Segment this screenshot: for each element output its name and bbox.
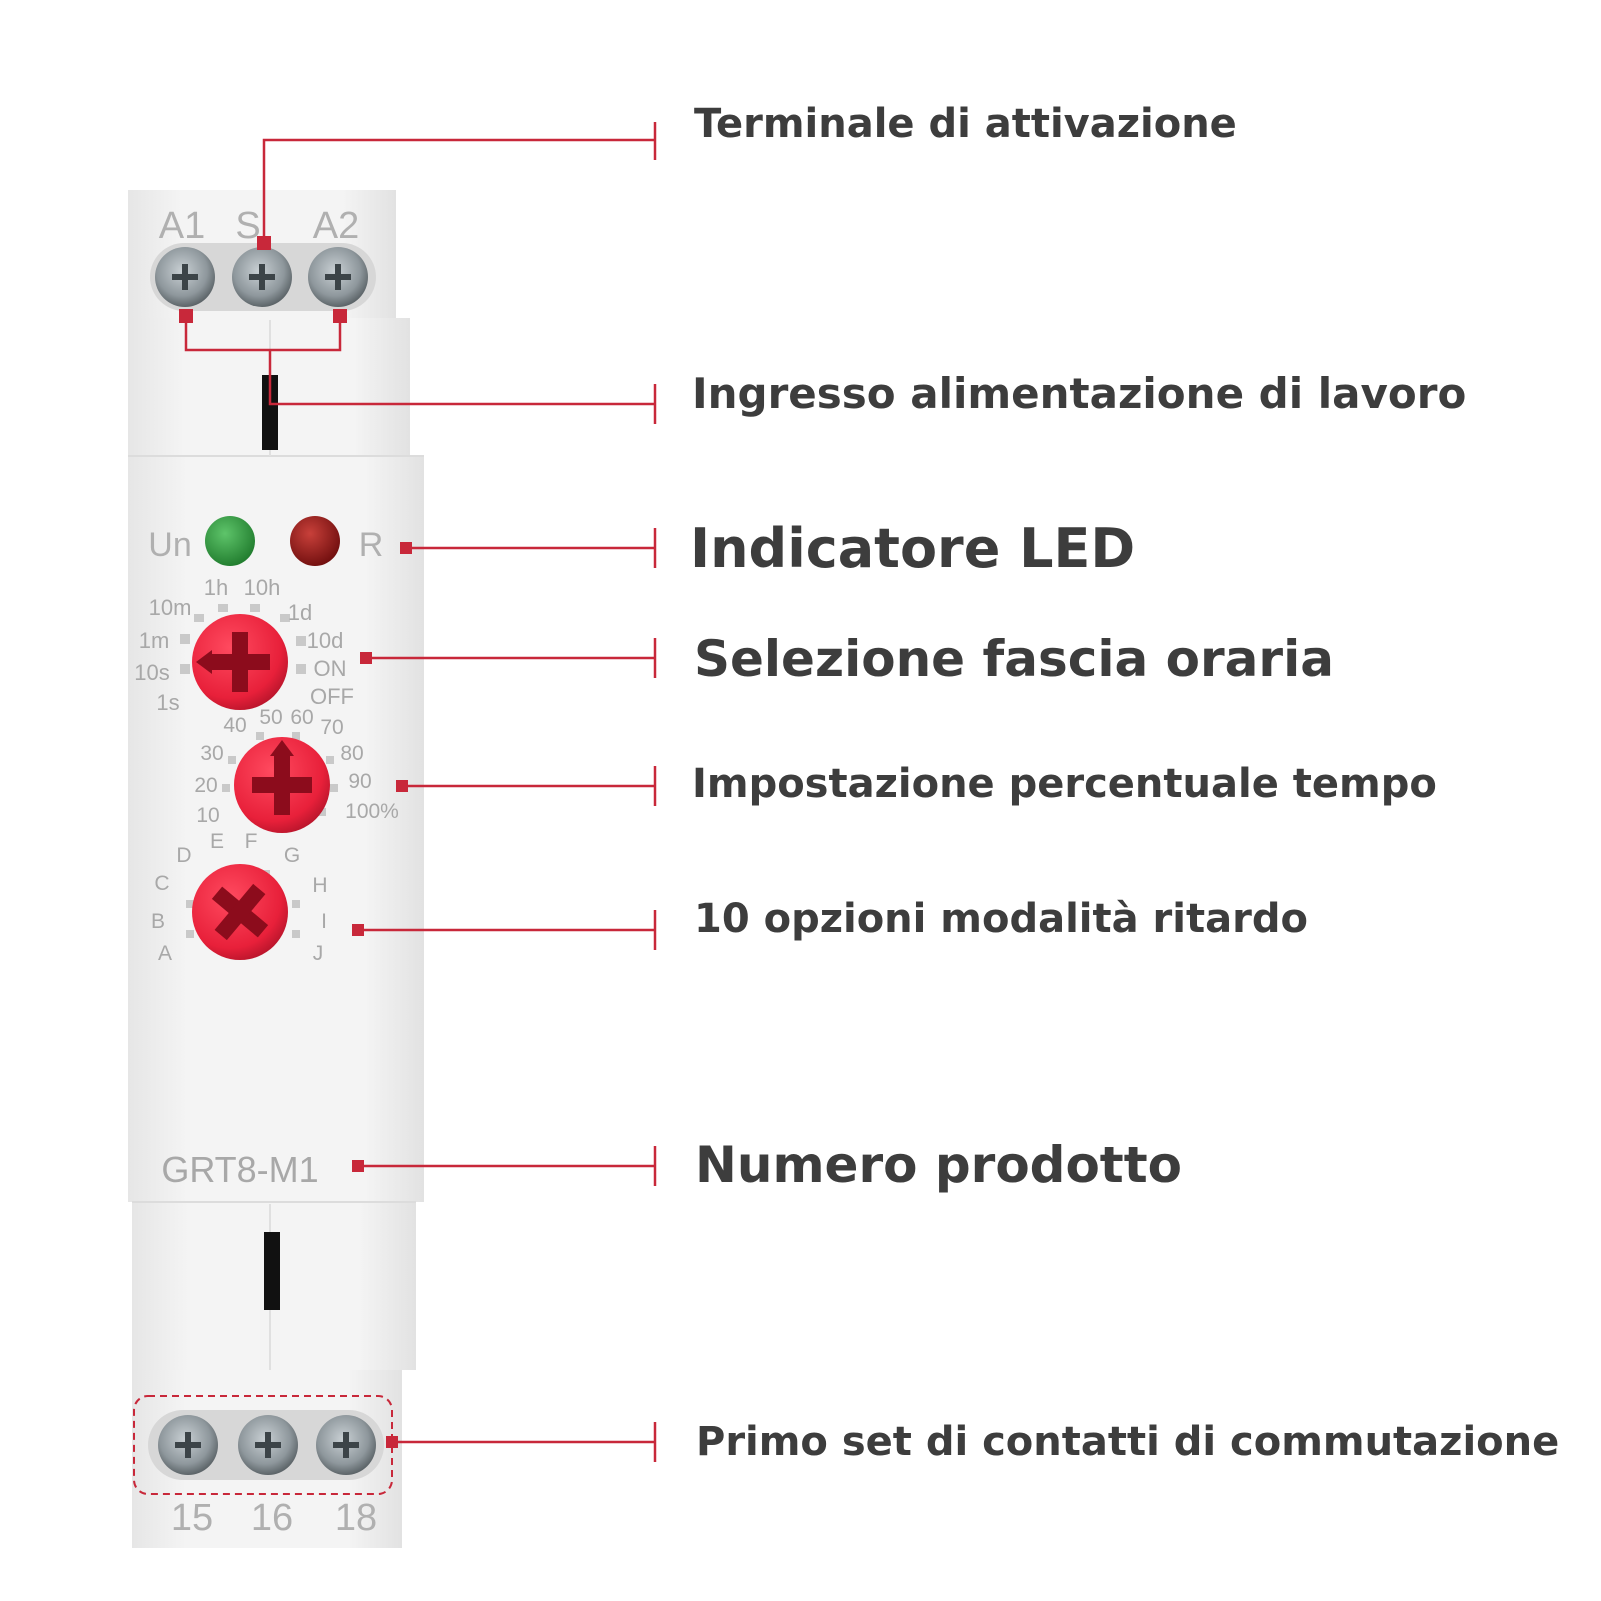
callout-time-range: Selezione fascia oraria <box>694 630 1334 688</box>
dial2-label: 30 <box>200 742 223 765</box>
time-range-dial: 1h 10h 10m 1d 1m 10d 10s ON 1s OFF <box>134 575 354 715</box>
dial1-label: 10h <box>244 575 281 600</box>
screw-s-icon[interactable] <box>232 247 292 307</box>
leader-line-power <box>184 316 342 352</box>
terminal-label-a2: A2 <box>313 205 359 247</box>
dial1-label: 10m <box>149 595 192 620</box>
screw-18-icon[interactable] <box>316 1415 376 1475</box>
callout-led-indicator: Indicatore LED <box>690 517 1136 580</box>
dial2-label: 20 <box>194 774 217 797</box>
dial1-label: 10s <box>134 660 169 685</box>
contacts-highlight <box>133 1395 393 1495</box>
dial3-label: F <box>245 830 258 853</box>
dial1-label: ON <box>314 656 347 681</box>
dial3-label: J <box>313 942 324 965</box>
dial2-label: 100% <box>345 800 399 823</box>
terminal-label-s: S <box>235 205 260 247</box>
screw-a1-icon[interactable] <box>155 247 215 307</box>
leader-lines <box>184 122 657 1462</box>
callout-time-percent: Impostazione percentuale tempo <box>692 761 1437 807</box>
dial3-label: C <box>154 872 169 895</box>
dial1-label: 10d <box>307 628 344 653</box>
dial2-label: 80 <box>340 742 363 765</box>
red-led-icon <box>290 516 340 566</box>
dial2-label: 40 <box>223 714 246 737</box>
callout-activation-terminal: Terminale di attivazione <box>694 101 1237 147</box>
dial3-label: G <box>284 844 300 867</box>
dial1-label: 1d <box>288 600 312 625</box>
leader-dots <box>179 236 412 1448</box>
dial2-label: 70 <box>320 716 343 739</box>
dial3-label: H <box>312 874 327 897</box>
bottom-terminal-strip: 15 16 18 <box>133 1395 393 1539</box>
dial3-label: D <box>176 844 191 867</box>
callout-delay-modes: 10 opzioni modalità ritardo <box>694 896 1308 942</box>
mode-dial: D E F G C H B I A J <box>151 830 328 965</box>
screw-15-icon[interactable] <box>158 1415 218 1475</box>
green-led-icon <box>205 516 255 566</box>
callout-product-number: Numero prodotto <box>695 1136 1182 1194</box>
terminal-label-16: 16 <box>251 1497 293 1539</box>
screw-16-icon[interactable] <box>238 1415 298 1475</box>
top-slot <box>262 375 278 450</box>
dial2-label: 60 <box>290 706 313 729</box>
screw-a2-icon[interactable] <box>308 247 368 307</box>
dial2-label: 50 <box>259 706 282 729</box>
model-number: GRT8-M1 <box>161 1149 318 1190</box>
time-range-knob[interactable] <box>192 614 288 710</box>
terminal-label-18: 18 <box>335 1497 377 1539</box>
dial1-label: 1s <box>156 690 179 715</box>
dial3-label: A <box>158 942 172 965</box>
dial1-label: OFF <box>310 684 354 709</box>
leader-line-activation <box>262 138 655 243</box>
dial3-label: B <box>151 910 165 933</box>
led-label-un: Un <box>148 526 191 564</box>
dial2-label: 10 <box>196 804 219 827</box>
callout-switch-contacts: Primo set di contatti di commutazione <box>696 1419 1560 1465</box>
top-terminal-strip: A1 S A2 <box>150 205 376 311</box>
percent-knob[interactable] <box>234 737 330 833</box>
percent-dial: 40 50 60 70 30 80 20 90 10 100% <box>194 706 399 833</box>
dial3-label: E <box>210 830 224 853</box>
mode-knob[interactable] <box>192 864 288 960</box>
terminal-label-15: 15 <box>171 1497 213 1539</box>
bottom-slot <box>264 1232 280 1310</box>
dial1-label: 1h <box>204 575 228 600</box>
led-indicators: Un R <box>148 516 383 566</box>
dial2-label: 90 <box>348 770 371 793</box>
dial1-label: 1m <box>139 628 170 653</box>
callout-power-input: Ingresso alimentazione di lavoro <box>692 369 1467 418</box>
led-label-r: R <box>359 526 384 564</box>
dial3-label: I <box>321 910 327 933</box>
terminal-label-a1: A1 <box>159 205 205 247</box>
